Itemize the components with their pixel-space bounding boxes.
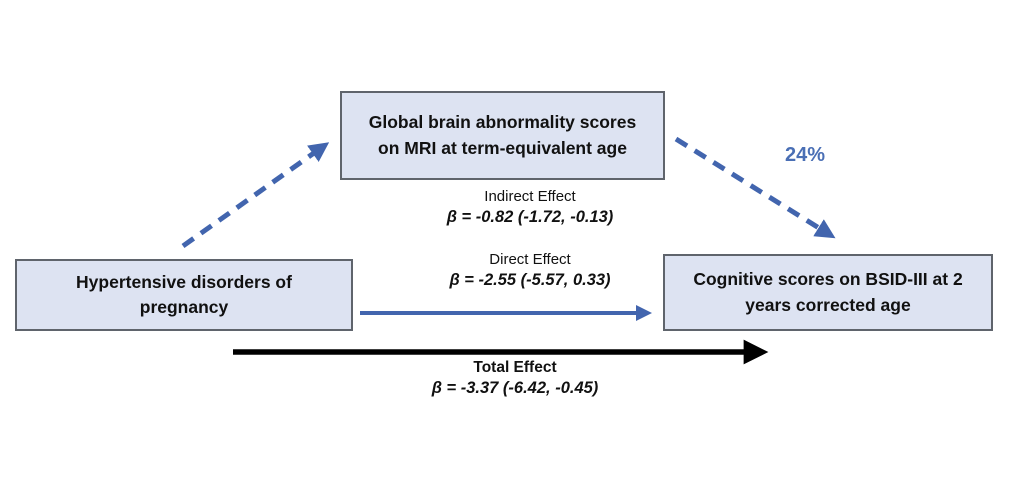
indirect-path-a-arrow [181, 142, 330, 249]
exposure-box: Hypertensive disorders of pregnancy [15, 259, 353, 331]
total-effect-label: Total Effect [473, 359, 557, 376]
total-effect-beta: β = -3.37 (-6.42, -0.45) [431, 379, 599, 397]
indirect-effect-beta: β = -0.82 (-1.72, -0.13) [446, 208, 614, 226]
direct-effect-label: Direct Effect [489, 251, 571, 268]
direct-effect-beta: β = -2.55 (-5.57, 0.33) [449, 271, 611, 289]
mediated-proportion-label: 24% [784, 144, 826, 166]
exposure-box-label: Hypertensive disorders of pregnancy [76, 271, 292, 317]
outcome-box-label: Cognitive scores on BSID-III at 2 years … [693, 269, 963, 315]
outcome-box: Cognitive scores on BSID-III at 2 years … [663, 254, 993, 331]
mediator-box-label: Global brain abnormality scores on MRI a… [368, 112, 637, 158]
mediator-box: Global brain abnormality scores on MRI a… [340, 91, 665, 180]
indirect-effect-label: Indirect Effect [484, 188, 576, 205]
